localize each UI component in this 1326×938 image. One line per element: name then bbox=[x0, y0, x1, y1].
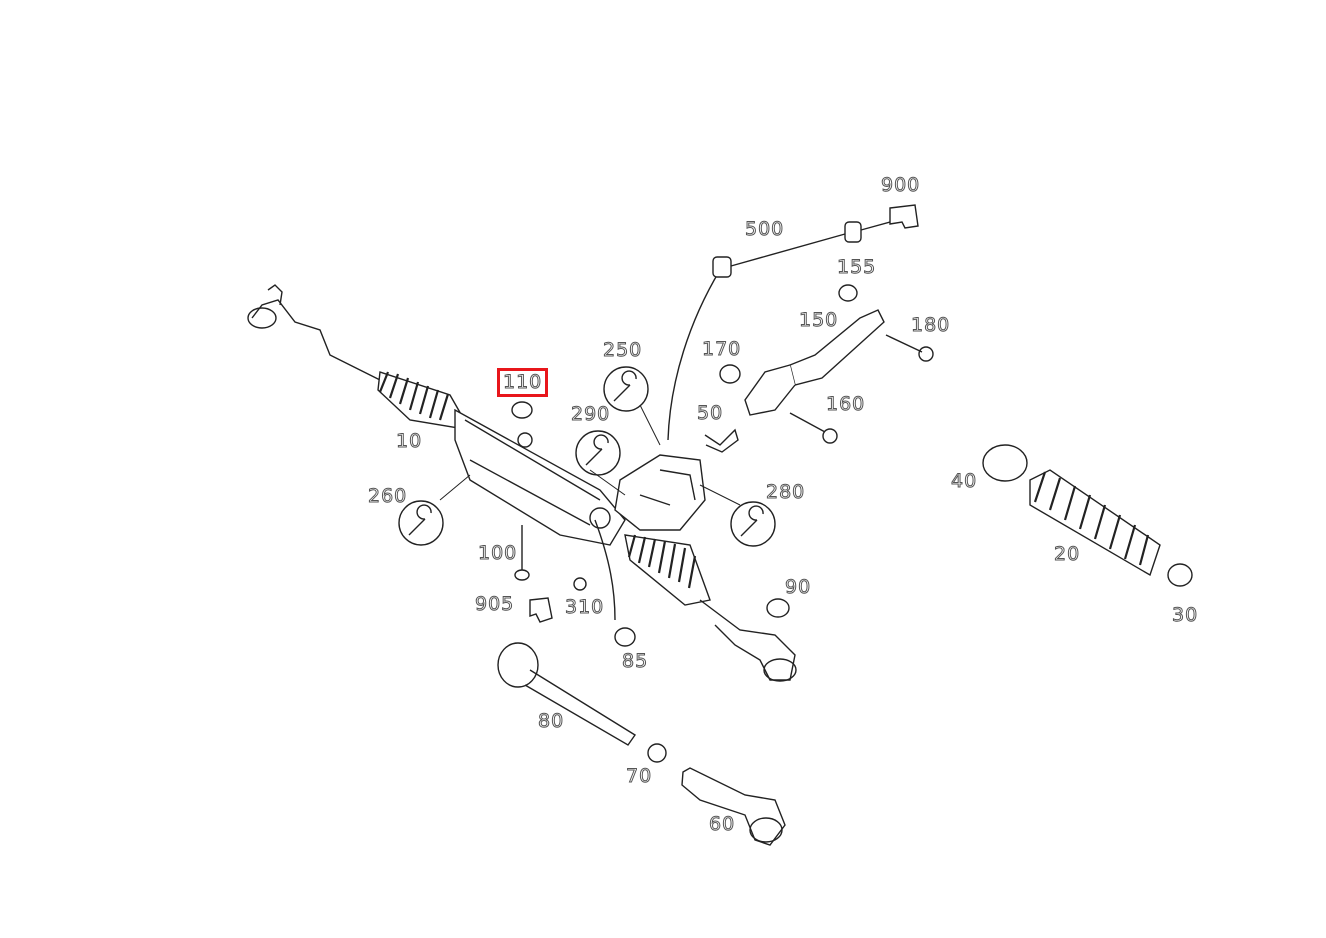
callout-110-highlighted[interactable]: 110 bbox=[496, 368, 549, 397]
washer-155 bbox=[838, 284, 858, 302]
tie-rod-end-60 bbox=[681, 767, 786, 846]
nut-110 bbox=[511, 401, 533, 419]
boot-right bbox=[624, 534, 711, 606]
wrench-icon bbox=[398, 500, 444, 546]
bolt-head-100 bbox=[514, 569, 530, 581]
callout-80[interactable]: 80 bbox=[537, 710, 565, 732]
callout-90[interactable]: 90 bbox=[784, 576, 812, 598]
callout-170[interactable]: 170 bbox=[701, 338, 742, 360]
rack-housing bbox=[454, 408, 626, 546]
callout-100[interactable]: 100 bbox=[477, 542, 518, 564]
callout-280[interactable]: 280 bbox=[765, 481, 806, 503]
clip-50 bbox=[704, 428, 739, 453]
bolt-head-180 bbox=[918, 346, 934, 362]
bolt-head-160 bbox=[822, 428, 838, 444]
washer-170 bbox=[719, 364, 741, 384]
callout-500[interactable]: 500 bbox=[744, 218, 785, 240]
callout-290[interactable]: 290 bbox=[570, 403, 611, 425]
line-pipe bbox=[594, 519, 616, 621]
bolt-160 bbox=[789, 412, 826, 433]
callout-20[interactable]: 20 bbox=[1053, 543, 1081, 565]
callout-85[interactable]: 85 bbox=[621, 650, 649, 672]
clamp-40 bbox=[982, 444, 1028, 482]
callout-50[interactable]: 50 bbox=[696, 402, 724, 424]
callout-310[interactable]: 310 bbox=[564, 596, 605, 618]
callout-180[interactable]: 180 bbox=[910, 314, 951, 336]
callout-905[interactable]: 905 bbox=[474, 593, 515, 615]
callout-260[interactable]: 260 bbox=[367, 485, 408, 507]
callout-30[interactable]: 30 bbox=[1171, 604, 1199, 626]
boot-left bbox=[377, 371, 472, 431]
nut-70 bbox=[647, 743, 667, 763]
nut-90 bbox=[766, 598, 790, 618]
callout-40[interactable]: 40 bbox=[950, 470, 978, 492]
callout-160[interactable]: 160 bbox=[825, 393, 866, 415]
wrench-icon bbox=[575, 430, 621, 476]
callout-60[interactable]: 60 bbox=[708, 813, 736, 835]
nut-85 bbox=[614, 627, 636, 647]
callout-250[interactable]: 250 bbox=[602, 339, 643, 361]
clamp-30 bbox=[1167, 563, 1193, 587]
callout-70[interactable]: 70 bbox=[625, 765, 653, 787]
tie-rod-end-right bbox=[699, 599, 797, 682]
tie-rod-end-left bbox=[247, 284, 381, 381]
boot-20 bbox=[1029, 469, 1161, 577]
line-pipe bbox=[667, 269, 721, 441]
wrench-icon bbox=[730, 501, 776, 547]
screw-310 bbox=[573, 577, 587, 591]
bolt-180 bbox=[885, 334, 923, 353]
valve-body bbox=[614, 454, 706, 531]
sensor-cable bbox=[712, 204, 919, 278]
inner-tie-rod-80 bbox=[497, 642, 636, 746]
wrench-icon bbox=[603, 366, 649, 412]
callout-155[interactable]: 155 bbox=[836, 256, 877, 278]
callout-10[interactable]: 10 bbox=[395, 430, 423, 452]
callout-900[interactable]: 900 bbox=[880, 174, 921, 196]
intermediate-shaft bbox=[744, 309, 885, 416]
callout-150[interactable]: 150 bbox=[798, 309, 839, 331]
cap-905 bbox=[529, 597, 553, 623]
